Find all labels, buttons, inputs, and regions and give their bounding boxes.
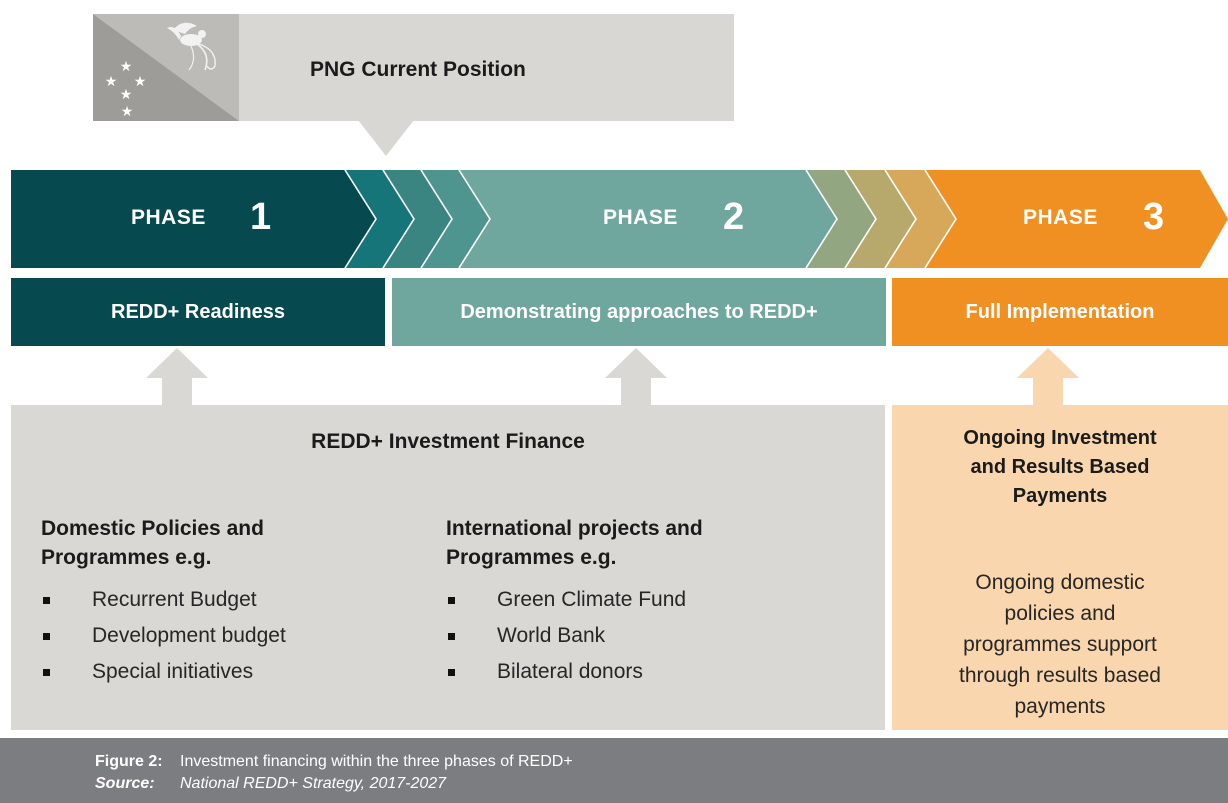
list-item: Green Climate Fund: [446, 582, 826, 618]
figure-caption: [0, 738, 1228, 803]
up-arrow-icon: [1017, 348, 1079, 408]
domestic-heading-line1: Domestic Policies and: [41, 517, 264, 540]
bullet-icon: [43, 633, 50, 640]
callout-pointer: [358, 120, 414, 156]
list-item: Development budget: [41, 618, 401, 654]
phase-2-number: 2: [723, 196, 745, 238]
international-list: Green Climate Fund World Bank Bilateral …: [446, 582, 826, 690]
ongoing-title-line2: and Results Based: [970, 456, 1150, 478]
bullet-icon: [43, 669, 50, 676]
phase-3-arrow: [925, 170, 1228, 268]
source-label: Source:: [95, 775, 155, 792]
list-item: Bilateral donors: [446, 654, 826, 690]
up-arrow-icon: [146, 348, 208, 408]
svg-text:★: ★: [134, 74, 147, 90]
ongoing-text-line2: policies and: [1004, 602, 1116, 625]
figure-text: Investment financing within the three ph…: [180, 753, 573, 770]
phase-banner: [11, 170, 1228, 268]
ongoing-text-line3: programmes support: [963, 633, 1157, 656]
international-column: International projects and Programmes e.…: [446, 514, 826, 690]
phase-3-label: Full Implementation: [892, 278, 1228, 346]
chevron-1: [345, 170, 414, 268]
list-item: Recurrent Budget: [41, 582, 401, 618]
phase-2-label: Demonstrating approaches to REDD+: [392, 278, 886, 346]
figure-label: Figure 2:: [95, 753, 163, 770]
bullet-icon: [448, 633, 455, 640]
list-item: World Bank: [446, 618, 826, 654]
phase-1-arrow: [11, 170, 376, 268]
international-heading-line2: Programmes e.g.: [446, 546, 617, 569]
list-item: Special initiatives: [41, 654, 401, 690]
chevron-4: [806, 170, 876, 268]
ongoing-text-line1: Ongoing domestic: [975, 571, 1145, 594]
chevron-5: [845, 170, 916, 268]
svg-text:★: ★: [120, 87, 133, 103]
phase-1-word: PHASE: [131, 206, 206, 229]
bullet-icon: [43, 597, 50, 604]
ongoing-description: Ongoing domestic policies and programmes…: [905, 567, 1215, 722]
chevron-3: [421, 170, 490, 268]
phase-1-number: 1: [250, 196, 272, 238]
ongoing-title-line1: Ongoing Investment: [963, 427, 1157, 449]
domestic-list: Recurrent Budget Development budget Spec…: [41, 582, 401, 690]
ongoing-title: Ongoing Investment and Results Based Pay…: [892, 424, 1228, 511]
source-text: National REDD+ Strategy, 2017-2027: [180, 775, 447, 792]
domestic-column: Domestic Policies and Programmes e.g. Re…: [41, 514, 401, 690]
svg-text:★: ★: [105, 74, 118, 90]
svg-text:★: ★: [121, 104, 134, 120]
phase-2-word: PHASE: [603, 206, 678, 229]
chevron-2: [383, 170, 452, 268]
phase-1-label: REDD+ Readiness: [11, 278, 385, 346]
up-arrow-icon: [605, 348, 667, 408]
ongoing-text-line5: payments: [1014, 695, 1106, 718]
ongoing-investment-panel: [892, 405, 1228, 730]
png-flag-icon: ★ ★ ★ ★ ★: [93, 14, 239, 121]
domestic-heading-line2: Programmes e.g.: [41, 546, 212, 569]
svg-text:★: ★: [120, 59, 133, 75]
finance-title: REDD+ Investment Finance: [311, 430, 585, 453]
ongoing-title-line3: Payments: [1012, 485, 1108, 507]
ongoing-text-line4: through results based: [959, 664, 1161, 687]
phase-3-word: PHASE: [1023, 206, 1098, 229]
bullet-icon: [448, 597, 455, 604]
phase-3-number: 3: [1143, 196, 1165, 238]
callout-title: PNG Current Position: [310, 58, 526, 81]
phase-2-arrow: [459, 170, 837, 268]
chevron-6: [885, 170, 956, 268]
international-heading-line1: International projects and: [446, 517, 703, 540]
bullet-icon: [448, 669, 455, 676]
